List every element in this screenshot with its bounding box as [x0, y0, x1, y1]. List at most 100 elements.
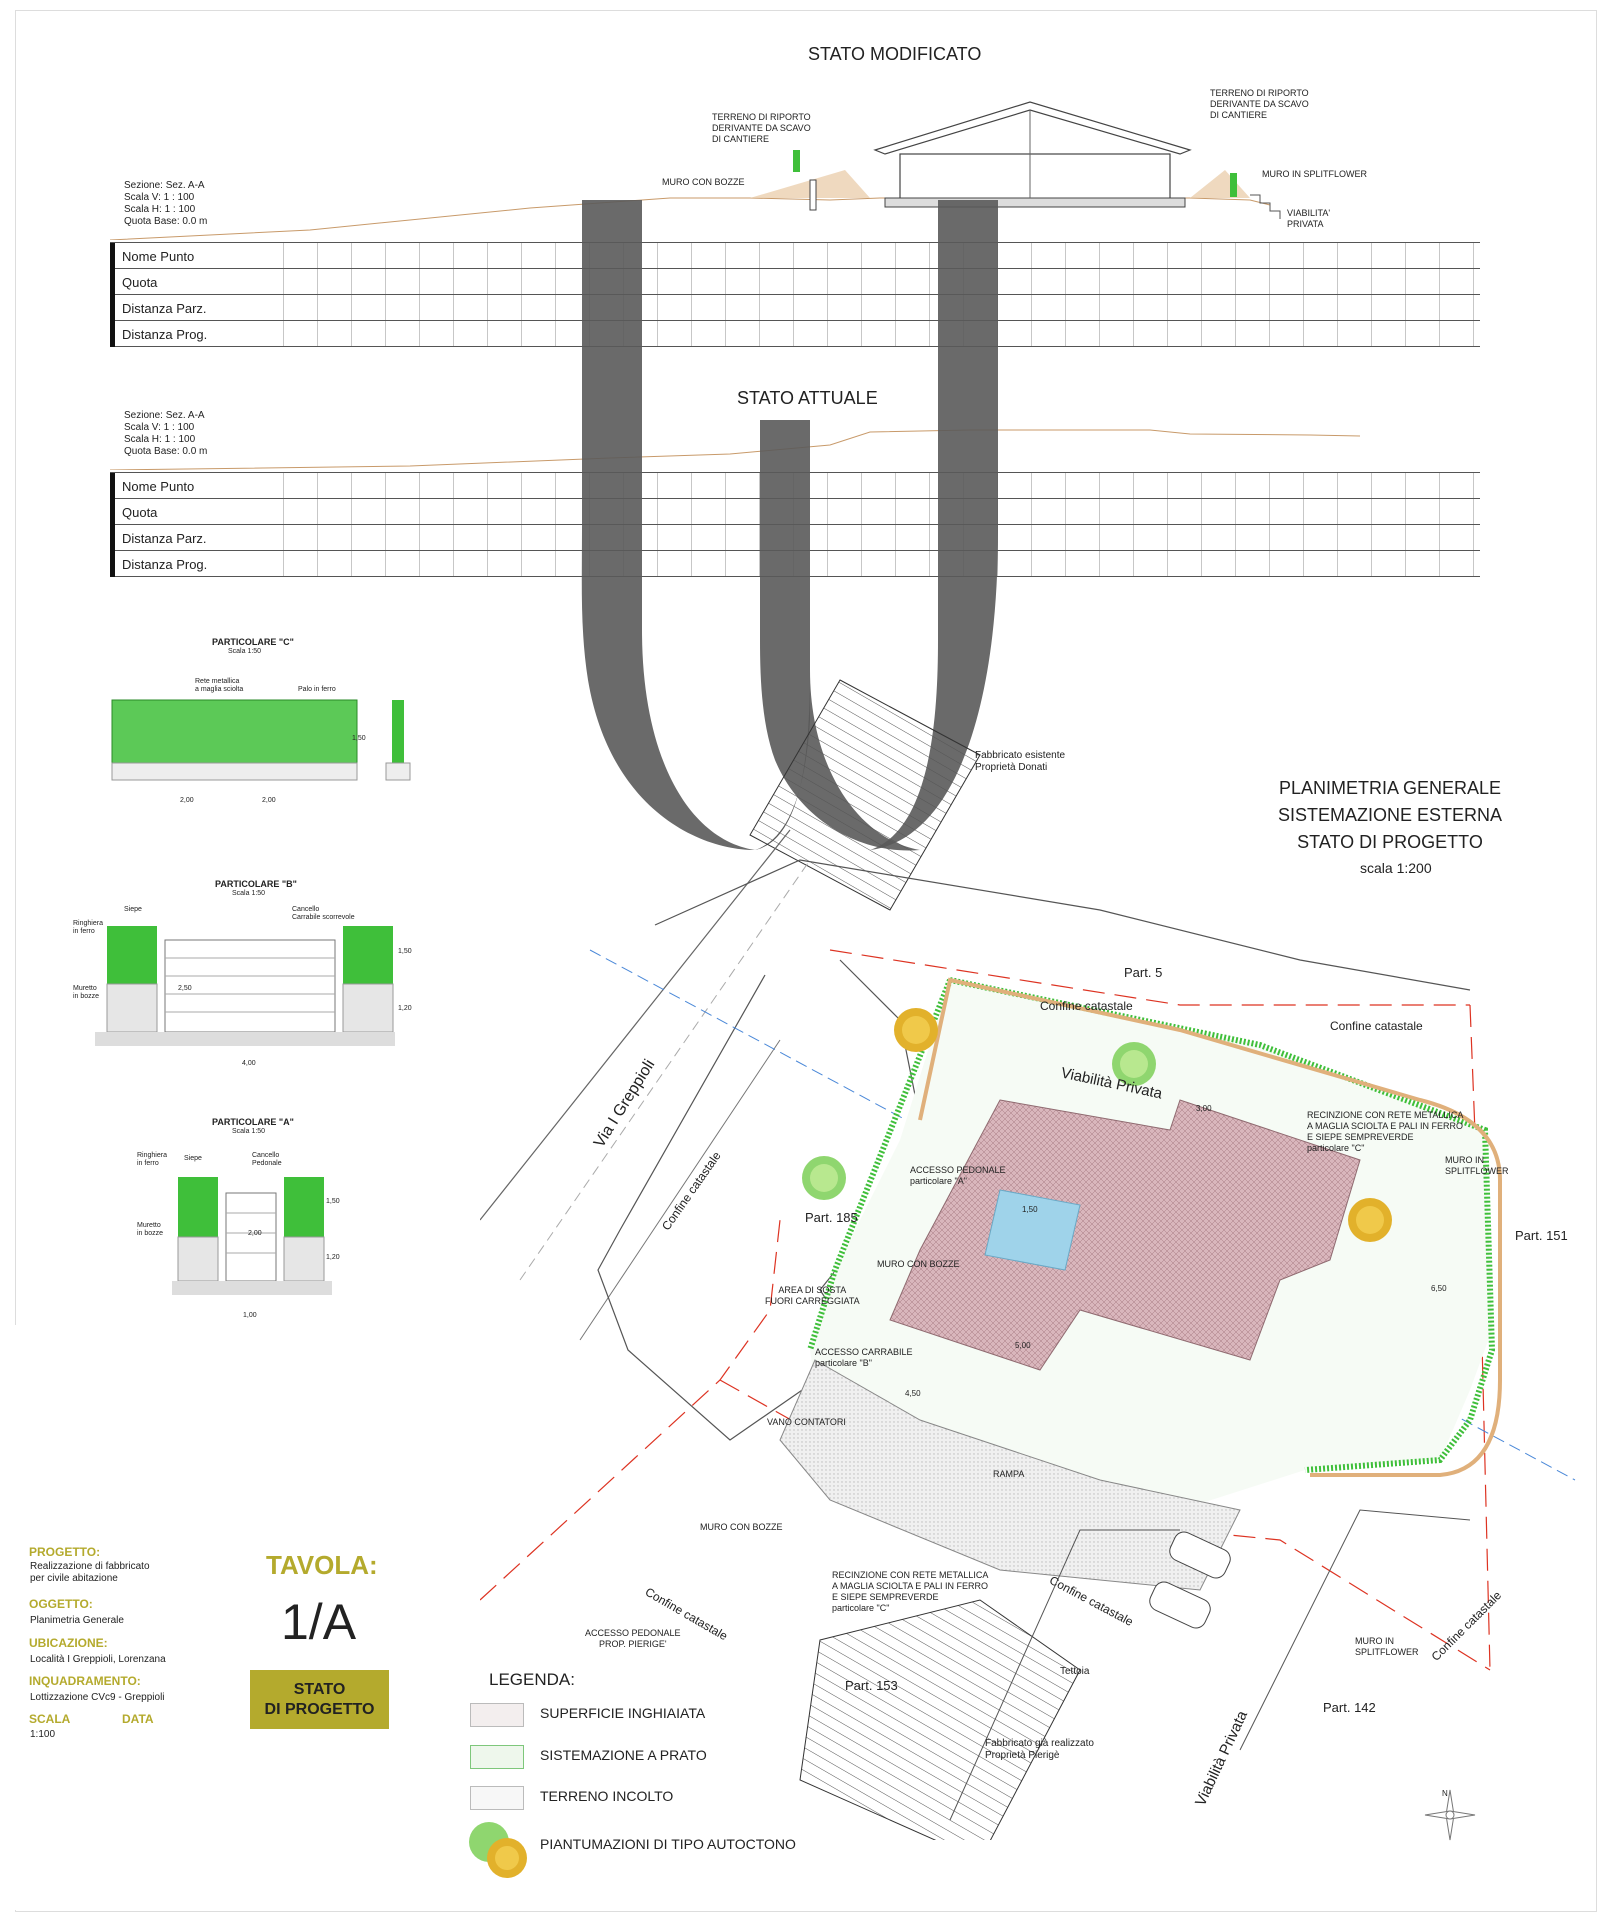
- title-block: [15, 1325, 415, 1910]
- tb-ubicazione-value: Località I Greppioli, Lorenzana: [30, 1654, 166, 1665]
- tb-scala-label: SCALA: [29, 1712, 71, 1726]
- section-profile-modificato: [110, 101, 1281, 240]
- detail-a-dim: 1,00: [243, 1312, 257, 1319]
- label-muro-split-bottom: MURO IN SPLITFLOWER: [1355, 1636, 1419, 1657]
- tb-oggetto-label: OGGETTO:: [29, 1597, 93, 1611]
- tb-oggetto-value: Planimetria Generale: [30, 1615, 124, 1626]
- row-label: Distanza Prog.: [122, 557, 208, 572]
- detail-b-w: 2,50: [178, 985, 192, 992]
- detail-b-ringhiera-label: Ringhiera in ferro: [73, 920, 103, 935]
- row-label: Distanza Parz.: [122, 301, 207, 316]
- detail-c-dim1: 2,00: [180, 797, 194, 804]
- detail-a-scale: Scala 1:50: [232, 1128, 266, 1135]
- label-area-sosta: AREA DI SOSTA FUORI CARREGGIATA: [765, 1285, 860, 1306]
- detail-b-drawing: [95, 926, 395, 1046]
- meta-line: Quota Base: 0.0 m: [124, 216, 208, 227]
- plan-title: PLANIMETRIA GENERALE SISTEMAZIONE ESTERN…: [1270, 775, 1510, 856]
- detail-b-scale: Scala 1:50: [232, 890, 266, 897]
- label-vano-contatori: VANO CONTATORI: [767, 1417, 846, 1427]
- tb-tavola-value: 1/A: [281, 1594, 357, 1650]
- meta-line: Sezione: Sez. A-A: [124, 180, 205, 191]
- tb-progetto-value: Realizzazione di fabbricato per civile a…: [30, 1561, 150, 1584]
- detail-a-muretto-label: Muretto in bozze: [137, 1222, 164, 1237]
- plan-title-line: PLANIMETRIA GENERALE: [1278, 778, 1502, 798]
- detail-a-siepe-label: Siepe: [184, 1155, 202, 1162]
- note-terreno-left: TERRENO DI RIPORTO DERIVANTE DA SCAVO DI…: [712, 112, 811, 144]
- detail-b-title: PARTICOLARE "B": [215, 879, 297, 889]
- detail-c-title: PARTICOLARE "C": [212, 637, 294, 647]
- label-accesso-pedonale: ACCESSO PEDONALE particolare "A": [910, 1165, 1006, 1186]
- label-dim-450: 4,50: [905, 1389, 921, 1398]
- label-recinzione-bottom: RECINZIONE CON RETE METALLICA A MAGLIA S…: [832, 1570, 989, 1613]
- note-terreno-right: TERRENO DI RIPORTO DERIVANTE DA SCAVO DI…: [1210, 88, 1309, 120]
- row-label: Nome Punto: [122, 249, 195, 264]
- tb-stato-badge-text: STATO DI PROGETTO: [264, 1680, 375, 1718]
- label-part-5: Part. 5: [1124, 965, 1163, 980]
- label-part-151: Part. 151: [1515, 1228, 1568, 1243]
- section-profile-attuale: [110, 429, 1361, 470]
- detail-a-drawing: [172, 1177, 332, 1295]
- note-viabilita: VIABILITA' PRIVATA: [1287, 208, 1331, 229]
- detail-b-muretto-label: Muretto in bozze: [73, 985, 100, 1000]
- detail-b-h2: 1,20: [398, 1005, 412, 1012]
- label-dim-500: 5,00: [1015, 1341, 1031, 1350]
- table-row: Distanza Prog.: [110, 321, 1480, 347]
- label-part-142: Part. 142: [1323, 1700, 1376, 1715]
- section-meta-attuale: Sezione: Sez. A-A Scala V: 1 : 100 Scala…: [124, 410, 207, 458]
- tb-stato-badge: STATO DI PROGETTO: [250, 1670, 389, 1729]
- legend-swatch-incolto: [470, 1786, 524, 1810]
- legend-swatch-prato: [470, 1745, 524, 1769]
- plan-title-line: STATO DI PROGETTO: [1297, 832, 1483, 852]
- row-label: Distanza Prog.: [122, 327, 208, 342]
- label-dim-300: 3,00: [1196, 1104, 1212, 1113]
- legend-item-inghiaiata: SUPERFICIE INGHIAIATA: [540, 1705, 706, 1721]
- section-title-attuale: STATO ATTUALE: [737, 388, 878, 408]
- row-label: Quota: [122, 275, 158, 290]
- meta-line: Sezione: Sez. A-A: [124, 410, 205, 421]
- row-label: Distanza Parz.: [122, 531, 207, 546]
- meta-line: Scala V: 1 : 100: [124, 422, 195, 433]
- meta-line: Scala H: 1 : 100: [124, 434, 196, 445]
- legend-item-incolto: TERRENO INCOLTO: [540, 1788, 674, 1804]
- legend-title: LEGENDA:: [489, 1670, 575, 1689]
- meta-line: Scala H: 1 : 100: [124, 204, 196, 215]
- north-label: N: [1442, 1789, 1448, 1798]
- sheet-frame: [15, 10, 1597, 1912]
- detail-b-h1: 1,50: [398, 948, 412, 955]
- detail-b-cancello-label: Cancello Carrabile scorrevole: [292, 906, 355, 921]
- label-recinzione-top: RECINZIONE CON RETE METALLICA A MAGLIA S…: [1307, 1110, 1464, 1153]
- meta-line: Quota Base: 0.0 m: [124, 446, 208, 457]
- detail-a-h2: 1,20: [326, 1254, 340, 1261]
- site-plan-drawing: [480, 679, 1576, 1840]
- detail-c-scale: Scala 1:50: [228, 648, 262, 655]
- label-fabbricato-donati: Fabbricato esistente Proprietà Donati: [975, 750, 1066, 773]
- detail-b-dim: 4,00: [242, 1060, 256, 1067]
- detail-c-drawing: [111, 699, 411, 781]
- tb-inquadramento-label: INQUADRAMENTO:: [29, 1674, 141, 1688]
- detail-a-title: PARTICOLARE "A": [212, 1117, 294, 1127]
- legend-swatch-inghiaiata: [470, 1703, 524, 1727]
- north-arrow-icon: [1420, 1785, 1480, 1845]
- label-rampa: RAMPA: [993, 1469, 1025, 1479]
- watermark-logo: [581, 200, 998, 851]
- label-tettoia: Tettoia: [1060, 1666, 1090, 1677]
- section-table-modificato: Nome Punto Quota Distanza Parz. Distanza…: [110, 242, 1480, 347]
- tb-progetto-label: PROGETTO:: [29, 1545, 101, 1559]
- detail-c-palo-label: Palo in ferro: [298, 686, 336, 693]
- row-label: Nome Punto: [122, 479, 195, 494]
- label-muro-split-top: MURO IN SPLITFLOWER: [1445, 1155, 1509, 1176]
- tb-data-label: DATA: [122, 1712, 154, 1726]
- label-dim-150: 1,50: [1022, 1205, 1038, 1214]
- plan-scale: scala 1:200: [1360, 860, 1432, 876]
- detail-c-dim2: 2,00: [262, 797, 276, 804]
- detail-a-h1: 1,50: [326, 1198, 340, 1205]
- label-accesso-pedonale-2: ACCESSO PEDONALE PROP. PIERIGE': [585, 1628, 681, 1649]
- note-muro-bozze: MURO CON BOZZE: [662, 177, 745, 187]
- table-row: Distanza Parz.: [110, 525, 1480, 551]
- label-dim-650: 6,50: [1431, 1284, 1447, 1293]
- detail-c-rete-label: Rete metallica a maglia sciolta: [195, 678, 244, 693]
- legend-item-piantumazioni: PIANTUMAZIONI DI TIPO AUTOCTONO: [540, 1836, 796, 1852]
- detail-b-siepe-label: Siepe: [124, 906, 142, 913]
- meta-line: Scala V: 1 : 100: [124, 192, 195, 203]
- tb-ubicazione-label: UBICAZIONE:: [29, 1636, 108, 1650]
